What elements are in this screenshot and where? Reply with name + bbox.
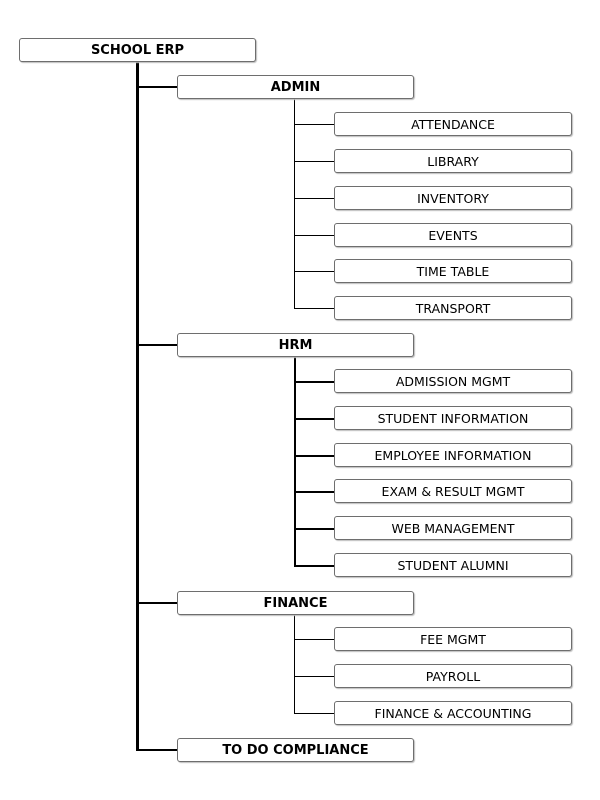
leaf-node-library: LIBRARY bbox=[334, 149, 572, 173]
leaf-node-student-alumni: STUDENT ALUMNI bbox=[334, 553, 572, 577]
leaf-line bbox=[294, 271, 334, 272]
leaf-line bbox=[294, 124, 334, 125]
leaf-node-fee-mgmt: FEE MGMT bbox=[334, 627, 572, 651]
leaf-line bbox=[294, 713, 334, 714]
admin-sub-trunk-line bbox=[294, 99, 295, 308]
leaf-line bbox=[294, 198, 334, 199]
leaf-line bbox=[294, 161, 334, 162]
leaf-node-student-information: STUDENT INFORMATION bbox=[334, 406, 572, 430]
section-node-to-do-compliance: TO DO COMPLIANCE bbox=[177, 738, 414, 762]
leaf-line bbox=[294, 418, 334, 420]
leaf-line bbox=[294, 676, 334, 677]
leaf-line bbox=[294, 381, 334, 383]
leaf-node-finance-accounting: FINANCE & ACCOUNTING bbox=[334, 701, 572, 725]
section-node-finance: FINANCE bbox=[177, 591, 414, 615]
leaf-line bbox=[294, 491, 334, 493]
branch-line-compliance bbox=[136, 749, 177, 751]
branch-line-admin bbox=[136, 86, 177, 88]
section-node-admin: ADMIN bbox=[177, 75, 414, 99]
leaf-node-exam-result-mgmt: EXAM & RESULT MGMT bbox=[334, 479, 572, 503]
branch-line-finance bbox=[136, 602, 177, 604]
branch-line-hrm bbox=[136, 344, 177, 346]
section-node-hrm: HRM bbox=[177, 333, 414, 357]
leaf-line bbox=[294, 565, 334, 567]
leaf-node-transport: TRANSPORT bbox=[334, 296, 572, 320]
leaf-node-inventory: INVENTORY bbox=[334, 186, 572, 210]
leaf-node-payroll: PAYROLL bbox=[334, 664, 572, 688]
leaf-line bbox=[294, 639, 334, 640]
leaf-node-web-management: WEB MANAGEMENT bbox=[334, 516, 572, 540]
leaf-line bbox=[294, 528, 334, 530]
leaf-line bbox=[294, 455, 334, 457]
root-node: SCHOOL ERP bbox=[19, 38, 256, 62]
leaf-node-attendance: ATTENDANCE bbox=[334, 112, 572, 136]
leaf-node-events: EVENTS bbox=[334, 223, 572, 247]
leaf-node-time-table: TIME TABLE bbox=[334, 259, 572, 283]
hrm-sub-trunk-line bbox=[294, 357, 296, 566]
finance-sub-trunk-line bbox=[294, 615, 295, 714]
leaf-line bbox=[294, 235, 334, 236]
leaf-node-admission-mgmt: ADMISSION MGMT bbox=[334, 369, 572, 393]
leaf-line bbox=[294, 308, 334, 309]
main-trunk-line bbox=[136, 62, 139, 750]
leaf-node-employee-information: EMPLOYEE INFORMATION bbox=[334, 443, 572, 467]
